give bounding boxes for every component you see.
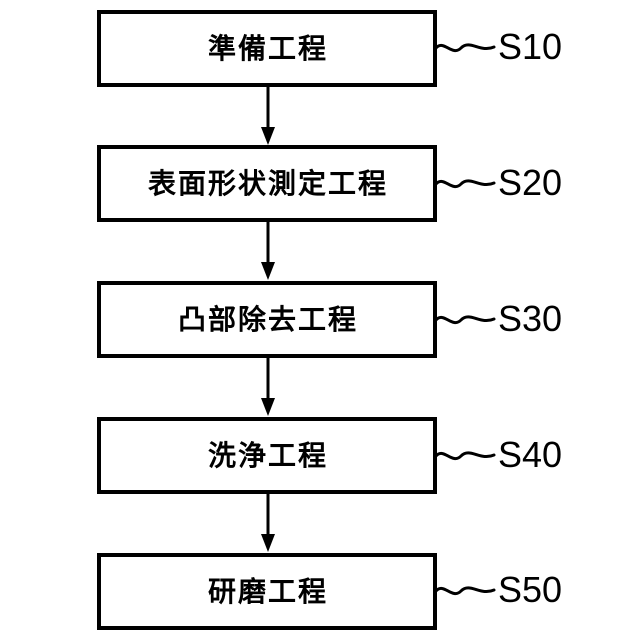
process-box-s20: 表面形状測定工程 <box>97 145 437 222</box>
tilde-leader-line-icon <box>434 35 498 61</box>
reference-number-s50: S50 <box>498 569 563 610</box>
process-box-s30: 凸部除去工程 <box>97 281 437 358</box>
process-box-label: 表面形状測定工程 <box>147 166 388 200</box>
tilde-leader-line-icon <box>434 171 498 197</box>
process-box-label: 準備工程 <box>207 31 328 65</box>
process-box-label: 凸部除去工程 <box>177 302 358 336</box>
arrow-down-icon <box>240 494 296 552</box>
tilde-leader-line-icon <box>434 443 498 469</box>
arrow-down-icon <box>240 358 296 416</box>
arrow-down-icon <box>240 87 296 145</box>
reference-number-s40: S40 <box>498 434 563 475</box>
tilde-leader-line-icon <box>434 578 498 604</box>
reference-number-s20: S20 <box>498 162 563 203</box>
process-box-label: 研磨工程 <box>207 574 328 608</box>
tilde-leader-line-icon <box>434 307 498 333</box>
process-box-s50: 研磨工程 <box>97 553 437 630</box>
arrow-down-icon <box>240 222 296 280</box>
reference-number-s10: S10 <box>498 26 563 67</box>
reference-number-s30: S30 <box>498 298 563 339</box>
process-box-s40: 洗浄工程 <box>97 417 437 494</box>
process-box-s10: 準備工程 <box>97 10 437 87</box>
process-box-label: 洗浄工程 <box>207 438 328 472</box>
